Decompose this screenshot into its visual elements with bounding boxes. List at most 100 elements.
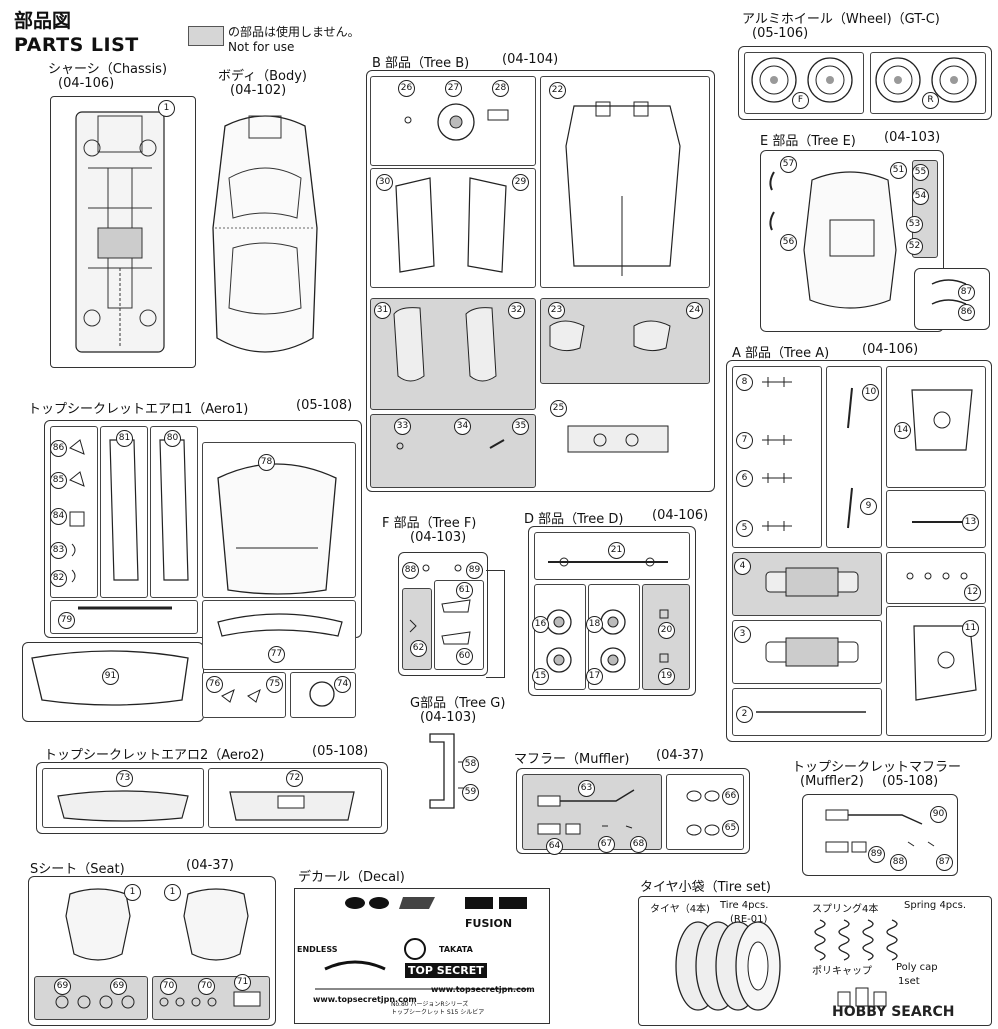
page-title-en: PARTS LIST [14,34,139,56]
part-number: 8 [736,374,753,391]
part-number: 88 [402,562,419,579]
part-number: 21 [608,542,625,559]
part-number: 53 [906,216,923,233]
part-number: 18 [586,616,603,633]
part-number: 80 [164,430,181,447]
part-number: 63 [578,780,595,797]
front-wheel-mark: F [792,92,809,109]
part-number: 56 [780,234,797,251]
watermark: HOBBY SEARCH [832,1004,955,1020]
decal-label: デカール（Decal) [298,870,405,885]
part-number: 30 [376,174,393,191]
part-number: 1 [158,100,175,117]
part-number: 27 [445,80,462,97]
part-number: 31 [374,302,391,319]
muffler2-label-en: (Muffler2) [800,774,864,789]
part-number: 10 [862,384,879,401]
body-drawing [212,115,318,353]
muffler-code: (04-37) [656,748,704,763]
chassis-code: (04-106) [58,76,115,91]
part-number: 90 [930,806,947,823]
decal-topsecret: TOP SECRET [405,963,487,978]
part-number: 14 [894,422,911,439]
part-number: 70 [160,978,177,995]
tire-code: (RE-01) [730,914,768,925]
decal-takata: TAKATA [439,945,473,954]
part-number: 87 [958,284,975,301]
part-number: 91 [102,668,119,685]
aero1-code: (05-108) [296,398,353,413]
muffler2-drawings [825,809,935,853]
part-number: 88 [890,854,907,871]
not-for-use-swatch [188,26,224,46]
part-number: 70 [198,978,215,995]
part-number: 55 [912,164,929,181]
part-number: 57 [780,156,797,173]
muffler-drawings [537,789,720,836]
seat-drawings [55,888,261,1009]
part-number: 64 [546,838,563,855]
part-number: 3 [734,626,751,643]
part-number: 2 [736,706,753,723]
part-number: 7 [736,432,753,449]
tree-e-drawings [769,171,967,309]
decal-sheet: ENDLESS TAKATA FUSION TOP SECRET www.top… [294,888,550,1024]
wheel-code: (05-106) [752,26,809,41]
part-number: 85 [50,472,67,489]
part-number: 60 [456,648,473,665]
tree-e-label: E 部品（Tree E) [760,134,856,149]
part-number: 68 [630,836,647,853]
part-number: 20 [658,622,675,639]
decal-caption: トップシークレット S15 シルビア [391,1009,485,1016]
decal-endless: ENDLESS [297,945,338,954]
part-number: 12 [964,584,981,601]
muffler-cell [666,774,744,850]
part-number: 26 [398,80,415,97]
chassis-label: シャーシ（Chassis) [48,62,168,77]
body-code: (04-102) [230,83,287,98]
tree-d-drawings [546,557,669,673]
wheel-label: アルミホイール（Wheel)（GT-C) [742,12,940,27]
legend-text-en: Not for use [228,40,295,54]
part-number: 65 [722,820,739,837]
tree-b-code: (04-104) [502,52,559,67]
part-number: 78 [258,454,275,471]
tire-jp: タイヤ（4本) [650,904,710,915]
part-number: 82 [50,570,67,587]
seat-cell-not-used [34,976,148,1020]
part-number: 6 [736,470,753,487]
tree-f-drawings [409,564,471,645]
polycap-en: Poly cap [896,962,938,973]
part-number: 4 [734,558,751,575]
part-number: 71 [234,974,251,991]
spring-jp: スプリング4本 [812,904,879,915]
part-number: 83 [50,542,67,559]
part-number: 79 [58,612,75,629]
aero1-cell [100,426,148,598]
part-number: 75 [266,676,283,693]
aero2-label: トップシークレットエアロ2（Aero2) [44,748,265,763]
tire-set-label: タイヤ小袋（Tire set) [640,880,771,895]
part-number: 52 [906,238,923,255]
polycap-jp: ポリキャップ [812,966,872,977]
tree-b-drawings [393,101,681,453]
part-number: 24 [686,302,703,319]
seat-code: (04-37) [186,858,234,873]
part-number: 19 [658,668,675,685]
aero1-drawings [31,439,343,707]
part-number: 61 [456,582,473,599]
aero1-cell [50,600,198,634]
tree-a-label: A 部品（Tree A) [732,346,830,361]
part-number: 51 [890,162,907,179]
body-label: ボディ（Body) [218,69,307,84]
part-number: 35 [512,418,529,435]
part-number: 72 [286,770,303,787]
rear-wheel-mark: R [922,92,939,109]
part-number: 17 [586,668,603,685]
part-number: 86 [958,304,975,321]
part-number: 9 [860,498,877,515]
tree-g-label: G部品（Tree G) [410,696,506,711]
page-title-jp: 部品図 [14,10,72,32]
chassis-drawing [75,111,165,353]
tree-b-label: B 部品（Tree B) [372,56,470,71]
